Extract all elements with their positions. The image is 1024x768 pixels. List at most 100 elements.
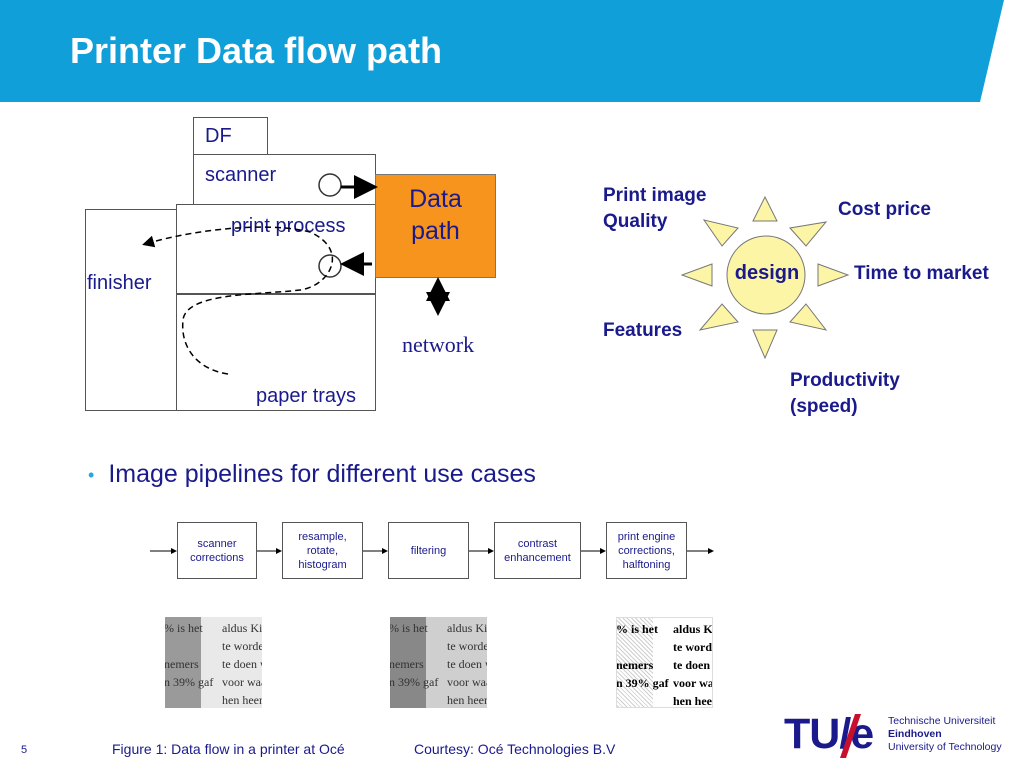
step5-line1: print engine	[617, 530, 676, 543]
pipeline-step-resample: resample,rotate,histogram	[282, 522, 363, 579]
university-line2: Eindhoven	[888, 728, 942, 740]
sample-right-line: hen heen.	[673, 694, 712, 708]
factor-cost-price: Cost price	[838, 199, 931, 220]
sample-left-text: % is het nemers n 39% gaf	[165, 619, 213, 691]
sample-left-line: nemers	[616, 658, 654, 672]
sample-right-text: aldus Kingte worden,te doen wavoor waard…	[673, 620, 713, 708]
finisher-box	[85, 209, 177, 411]
bullet-dot-icon: •	[88, 464, 95, 485]
sample-left-line: nemers	[165, 657, 199, 671]
university-name: Technische Universiteit Eindhoven Univer…	[888, 715, 1002, 754]
sun-ray-sw	[698, 303, 739, 331]
pipeline-step-filtering: filtering	[388, 522, 469, 579]
figure-courtesy: Courtesy: Océ Technologies B.V	[414, 741, 616, 757]
data-path-label-line2: path	[411, 217, 460, 245]
sample-left-line	[165, 637, 213, 655]
sample-right-line: te worden,	[673, 640, 712, 654]
sample-left-line: % is het	[616, 622, 658, 636]
header-banner: Printer Data flow path	[0, 0, 1024, 102]
sample-right-line: voor waard	[447, 675, 487, 689]
sun-center	[726, 235, 806, 315]
factor-productivity: Productivity (speed)	[790, 368, 900, 420]
figure-caption: Figure 1: Data flow in a printer at Océ	[112, 741, 345, 757]
scanner-label: scanner	[205, 164, 277, 186]
university-line3: University of Technology	[888, 741, 1002, 753]
sample-left-line	[390, 637, 438, 655]
sample-right-line: hen heen.	[222, 693, 262, 707]
df-box	[193, 117, 268, 155]
sample-left-line: n 39% gaf	[616, 676, 669, 690]
factor-productivity-line2: (speed)	[790, 396, 858, 417]
sample-right-text: aldus King te worden, te doen wa voor waard…	[222, 619, 262, 708]
paper-trays-label: paper trays	[256, 385, 357, 407]
sample-left-line: % is het	[390, 621, 428, 635]
sample-right-line: aldus King	[673, 622, 713, 636]
step1-line2: corrections	[190, 551, 244, 564]
sun-ray-se	[789, 303, 828, 331]
factor-productivity-line1: Productivity	[790, 370, 900, 391]
sample-shade	[165, 617, 201, 708]
sample-image-halftoned: % is het nemers n 39% gaf aldus King te wor…	[616, 617, 713, 708]
sample-left-line: n 39% gaf	[165, 675, 214, 689]
step1-line1: scanner	[197, 537, 237, 550]
sample-right-line: voor waard	[222, 675, 262, 689]
sample-left-text: % is het nemers n 39% gaf	[390, 619, 438, 691]
print-process-label: print process	[231, 215, 346, 237]
df-label: DF	[205, 125, 232, 147]
factor-features: Features	[603, 320, 683, 341]
tue-logo-slash-icon	[840, 714, 861, 758]
sample-right-line: te doen wa	[447, 657, 487, 671]
sample-right-line: aldus King	[447, 621, 487, 635]
university-line1: Technische Universiteit	[888, 715, 996, 727]
bullet-text: Image pipelines for different use cases	[108, 460, 536, 488]
scanner-port-icon	[318, 173, 342, 197]
sample-right-line: te worden,	[447, 639, 487, 653]
sample-right-line: hen heen.	[447, 693, 487, 707]
print-engine-box	[176, 204, 376, 411]
factor-print-image-quality: Print image Quality	[603, 183, 706, 235]
step4-line1: contrast	[517, 537, 558, 550]
step3-line1: filtering	[410, 544, 447, 557]
factor-print-image-line2: Quality	[603, 211, 668, 232]
sample-left-line: % is het	[165, 621, 203, 635]
data-path-box: Data path	[375, 174, 496, 278]
sample-right-line: te doen wa	[222, 657, 262, 671]
data-path-label-line1: Data	[409, 185, 462, 213]
bullet-point: • Image pipelines for different use cases	[88, 460, 536, 489]
step2-line3: histogram	[298, 558, 347, 571]
factor-time-to-market: Time to market	[854, 263, 989, 284]
sun-ray-nw	[702, 219, 739, 247]
design-label: design	[734, 262, 800, 284]
step5-line2: corrections,	[618, 544, 675, 557]
step4-line2: enhancement	[504, 551, 571, 564]
step5-line3: halftoning	[622, 558, 671, 571]
sun-ray-ne	[789, 221, 828, 247]
step2-line2: rotate,	[306, 544, 339, 557]
sun-ray-n	[752, 195, 778, 222]
sample-right-line: voor waard	[673, 676, 713, 690]
sun-ray-w	[680, 263, 713, 287]
sample-image-filtered: % is het nemers n 39% gaf aldus King te wor…	[390, 617, 487, 708]
sample-left-text: % is het nemers n 39% gaf	[616, 620, 669, 692]
page-number: 5	[21, 744, 28, 756]
sample-right-text: aldus King te worden, te doen wa voor waard…	[447, 619, 487, 708]
step2-line1: resample,	[298, 530, 347, 543]
sample-right-line: te worden,	[222, 639, 262, 653]
sample-right-line: aldus King	[222, 621, 262, 635]
factor-print-image-line1: Print image	[603, 185, 707, 206]
sample-left-line	[617, 638, 669, 656]
sample-shade	[390, 617, 426, 708]
network-label: network	[402, 332, 475, 357]
tray-divider	[176, 293, 376, 295]
finisher-label: finisher	[87, 272, 152, 294]
paper-path-dashed	[142, 226, 333, 375]
sample-shade	[617, 618, 653, 707]
sample-left-line: n 39% gaf	[390, 675, 439, 689]
sample-left-line: nemers	[390, 657, 424, 671]
